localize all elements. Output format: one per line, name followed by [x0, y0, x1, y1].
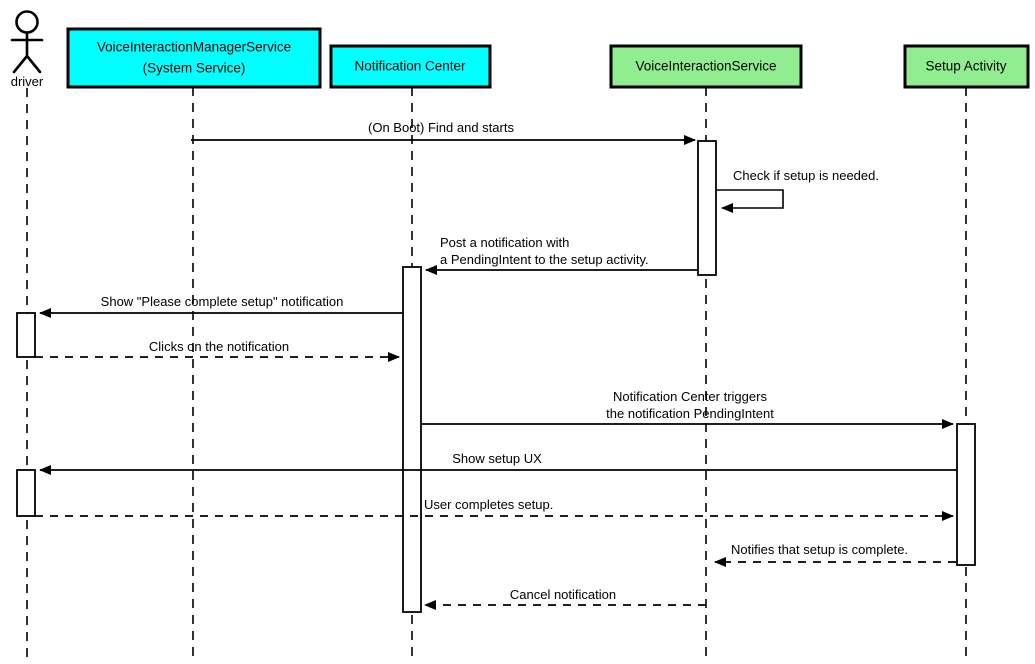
message-label: Cancel notification: [510, 587, 616, 602]
participant-box-vims[interactable]: VoiceInteractionManagerService (System S…: [66, 27, 322, 89]
message-label-line2: a PendingIntent to the setup activity.: [440, 252, 649, 267]
participant-box-notification-center-rect: [329, 44, 492, 89]
message-label: (On Boot) Find and starts: [368, 120, 514, 135]
activation-bars-group: [16, 140, 976, 613]
message-clicks-on-the-notification[interactable]: Clicks on the notification: [35, 339, 400, 362]
message-show-please-complete-setup-notification[interactable]: Show "Please complete setup" notificatio…: [39, 294, 403, 318]
message-notification-center-triggers-pendingintent[interactable]: Notification Center triggers the notific…: [421, 389, 954, 429]
activation-bar-setup-activity: [956, 423, 976, 566]
participant-setup-activity-label: Setup Activity: [925, 59, 1006, 74]
message-selfloop-path: [716, 189, 784, 213]
message-label: Clicks on the notification: [149, 339, 289, 354]
actor-leg-right-icon: [25, 54, 42, 74]
activation-bar-driver-2: [16, 469, 36, 517]
participant-box-voiceinteractionservice[interactable]: VoiceInteractionService: [609, 44, 803, 89]
activation-bar-driver-1: [16, 312, 36, 358]
participant-box-setup-activity-rect: [903, 44, 1030, 89]
message-on-boot-find-and-starts[interactable]: (On Boot) Find and starts: [191, 120, 696, 145]
message-post-a-notification[interactable]: Post a notification with a PendingIntent…: [425, 235, 698, 275]
message-user-completes-setup[interactable]: User completes setup.: [35, 497, 954, 521]
message-cancel-notification[interactable]: Cancel notification: [424, 587, 706, 610]
message-label-line1: Notification Center triggers: [613, 389, 767, 404]
activation-bar-notification-center: [402, 266, 422, 613]
participant-box-vims-rect: [66, 27, 322, 89]
message-show-setup-ux[interactable]: Show setup UX: [39, 451, 957, 475]
participant-box-voiceinteractionservice-rect: [609, 44, 803, 89]
actor-leg-left-icon: [12, 54, 29, 74]
actor-head-icon: [15, 10, 39, 34]
message-label-line1: Post a notification with: [440, 235, 569, 250]
actor-driver-label: driver: [11, 74, 44, 89]
message-label: Check if setup is needed.: [733, 168, 879, 183]
actor-driver[interactable]: driver: [10, 10, 44, 90]
participant-vims-label-line2: (System Service): [143, 61, 246, 76]
activation-bar-voiceinteractionservice: [697, 140, 717, 276]
message-notifies-that-setup-is-complete[interactable]: Notifies that setup is complete.: [714, 542, 956, 567]
participant-vims-label-line1: VoiceInteractionManagerService: [97, 40, 291, 55]
participant-box-setup-activity[interactable]: Setup Activity: [903, 44, 1030, 89]
message-label: Show "Please complete setup" notificatio…: [101, 294, 344, 309]
participant-voiceinteractionservice-label: VoiceInteractionService: [635, 59, 776, 74]
message-label: Show setup UX: [452, 451, 542, 466]
message-label: Notifies that setup is complete.: [731, 542, 908, 557]
message-label-line2: the notification PendingIntent: [606, 406, 774, 421]
participant-notification-center-label: Notification Center: [354, 59, 466, 74]
message-check-if-setup-is-needed[interactable]: Check if setup is needed.: [716, 168, 879, 213]
message-label: User completes setup.: [424, 497, 553, 512]
participant-box-notification-center[interactable]: Notification Center: [329, 44, 492, 89]
